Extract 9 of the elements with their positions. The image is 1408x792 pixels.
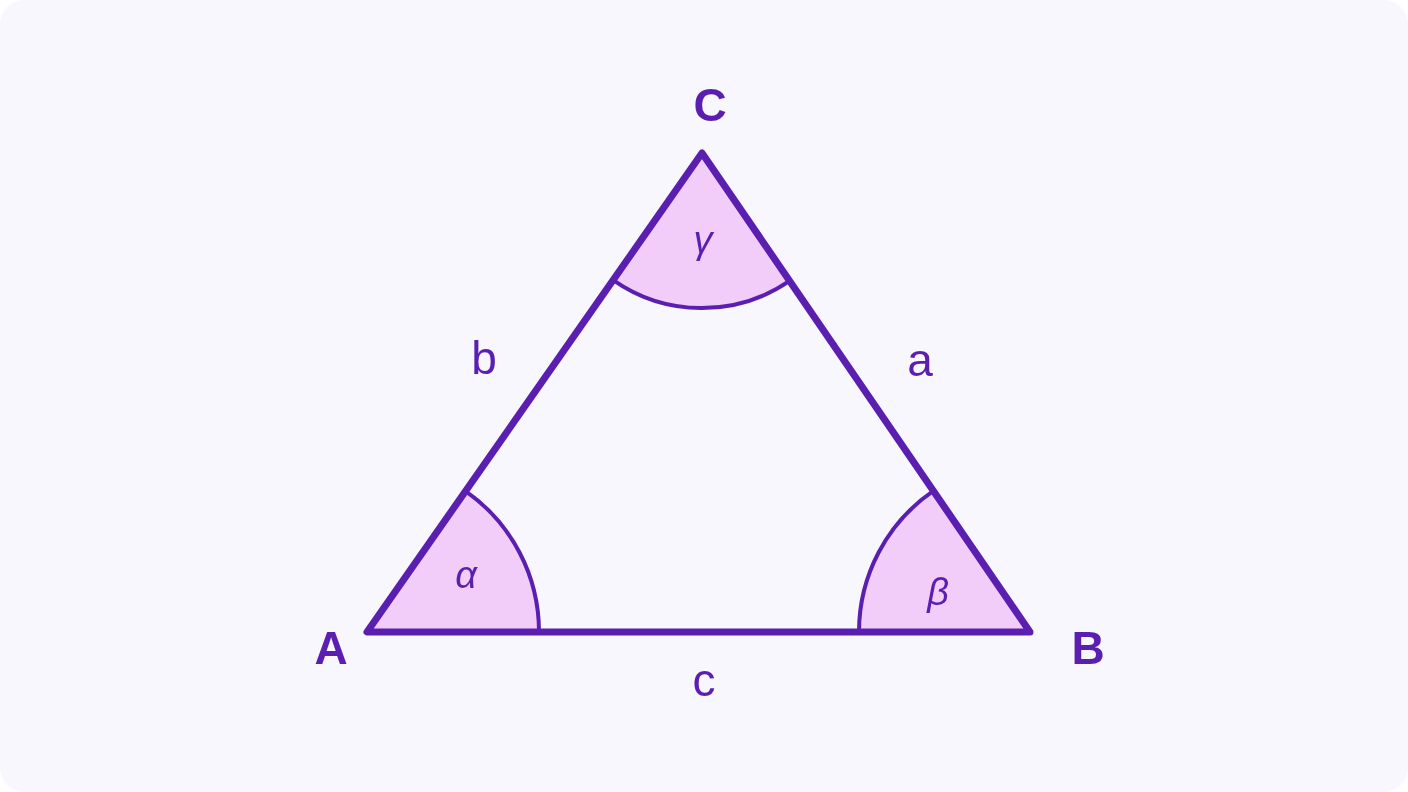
angle-label: γ bbox=[693, 221, 713, 259]
vertex-label: A bbox=[314, 625, 348, 671]
angle-label: α bbox=[455, 556, 477, 594]
side-label: b bbox=[471, 335, 497, 381]
angle-label: β bbox=[927, 573, 949, 611]
side-label: c bbox=[692, 657, 716, 703]
vertex-label: B bbox=[1071, 625, 1105, 671]
vertex-label: C bbox=[693, 82, 727, 128]
side-label: a bbox=[907, 337, 933, 383]
